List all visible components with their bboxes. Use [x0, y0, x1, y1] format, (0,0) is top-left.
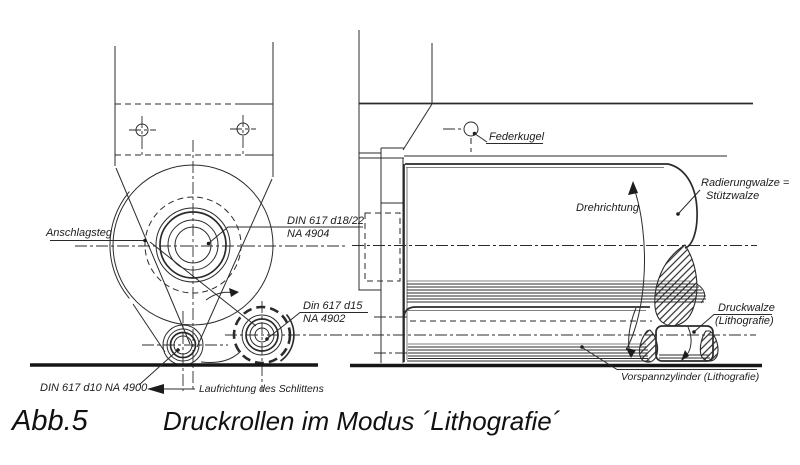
support-roller-shading [407, 280, 706, 304]
travel-direction-arrow [147, 384, 195, 394]
caption-title: Druckrollen im Modus ´Lithografie´ [163, 406, 561, 436]
druckwalze-rotation-arrow [681, 326, 692, 361]
label-druckwalze-line1: Druckwalze [718, 302, 775, 314]
label-laufrichtung: Laufrichtung des Schlittens [199, 384, 324, 395]
label-din617-d10: DIN 617 d10 NA 4900 [40, 382, 148, 394]
label-radierungwalze-line1: Radierungwalze = [701, 177, 790, 189]
pivot-wheel [109, 164, 274, 326]
caption-number: Abb.5 [10, 405, 89, 437]
figure-caption: Abb.5 Druckrollen im Modus ´Lithografie´ [10, 405, 561, 437]
din617-d15-leader [265, 312, 368, 341]
label-din617-d18-line2: NA 4904 [287, 228, 329, 240]
vorspann-roller-shading [408, 310, 648, 359]
label-druckwalze-line2: (Lithografie) [715, 315, 774, 327]
label-din617-d15-line2: NA 4902 [303, 313, 345, 325]
arm-bottom-web [200, 350, 242, 363]
label-vorspannzylinder: Vorspannzylinder (Lithografie) [621, 372, 759, 383]
anschlagsteg-leader [50, 238, 147, 243]
bolt-hole-centerlines [129, 115, 256, 155]
right-view-labels: Federkugel Drehrichtung Radierungwalze =… [486, 131, 790, 383]
druckwalze-end-hatched-right [699, 330, 719, 362]
label-federkugel: Federkugel [489, 131, 545, 143]
roller-d15 [232, 301, 295, 391]
druckwalze-leader [692, 314, 772, 334]
radierungwalze-leader [676, 189, 701, 216]
din617-d10-leader [138, 348, 180, 386]
roller-d10 [142, 311, 228, 391]
drehrichtung-arrow [625, 181, 645, 351]
label-drehrichtung: Drehrichtung [576, 202, 640, 214]
label-din617-d15-line1: Din 617 d15 [303, 300, 363, 312]
arm-straps [115, 167, 273, 353]
label-anschlagsteg: Anschlagsteg [45, 227, 113, 239]
right-view-roller-elevation [350, 30, 762, 368]
left-view-swing-arm [30, 42, 345, 391]
hidden-mount-outline [364, 212, 401, 282]
din617-d18-leader [206, 226, 363, 246]
machine-frame [358, 30, 753, 363]
left-view-labels: Anschlagsteg DIN 617 d18/22 NA 4904 Din … [40, 215, 368, 395]
label-din617-d18-line1: DIN 617 d18/22 [287, 215, 364, 227]
pivot-rotation-arrow [205, 288, 239, 301]
druckwalze-roller [638, 325, 719, 363]
vorspann-rotation-arrow [626, 307, 637, 358]
federkugel-symbol [443, 121, 488, 152]
vorspannzylinder-leader [580, 345, 757, 370]
druckwalze-end-hatched-left [638, 329, 659, 363]
support-roller-contact-hatched [654, 244, 698, 327]
vorspann-roller-body [403, 306, 652, 362]
support-roller-body [403, 163, 706, 362]
label-radierungwalze-line2: Stützwalze [706, 190, 759, 202]
